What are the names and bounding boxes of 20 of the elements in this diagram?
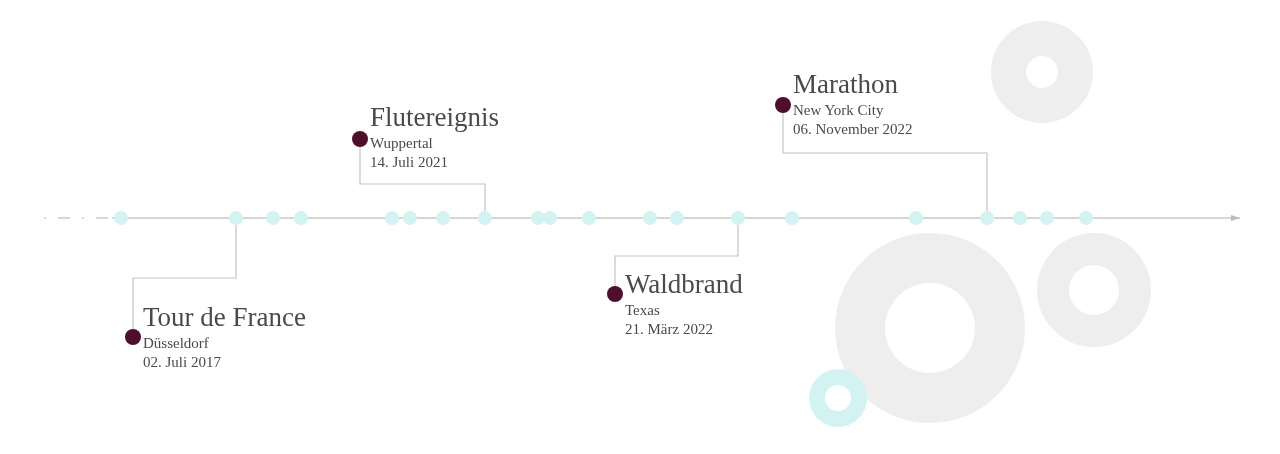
place-text: Düsseldorf [143, 334, 209, 353]
event-title: Flutereignis [370, 102, 499, 132]
leader-line [132, 224, 237, 330]
anchor-point [731, 211, 745, 225]
date-text: 14. Juli 2021 [370, 153, 448, 172]
leader-line [782, 112, 988, 212]
place-text: New York City [793, 101, 884, 120]
leader-line [359, 146, 486, 212]
event-title: Tour de France [143, 302, 307, 332]
anchor-point [478, 211, 492, 225]
date-text: 21. März 2022 [625, 320, 713, 339]
leader-line [614, 224, 739, 287]
event-title: Waldbrand [625, 269, 743, 299]
date-text: 02. Juli 2017 [143, 353, 221, 372]
place-text: Texas [625, 301, 660, 320]
event-title: Marathon [793, 69, 898, 99]
place-text: Wuppertal [370, 134, 433, 153]
anchor-point [229, 211, 243, 225]
date-text: 06. November 2022 [793, 120, 913, 139]
anchor-point [980, 211, 994, 225]
